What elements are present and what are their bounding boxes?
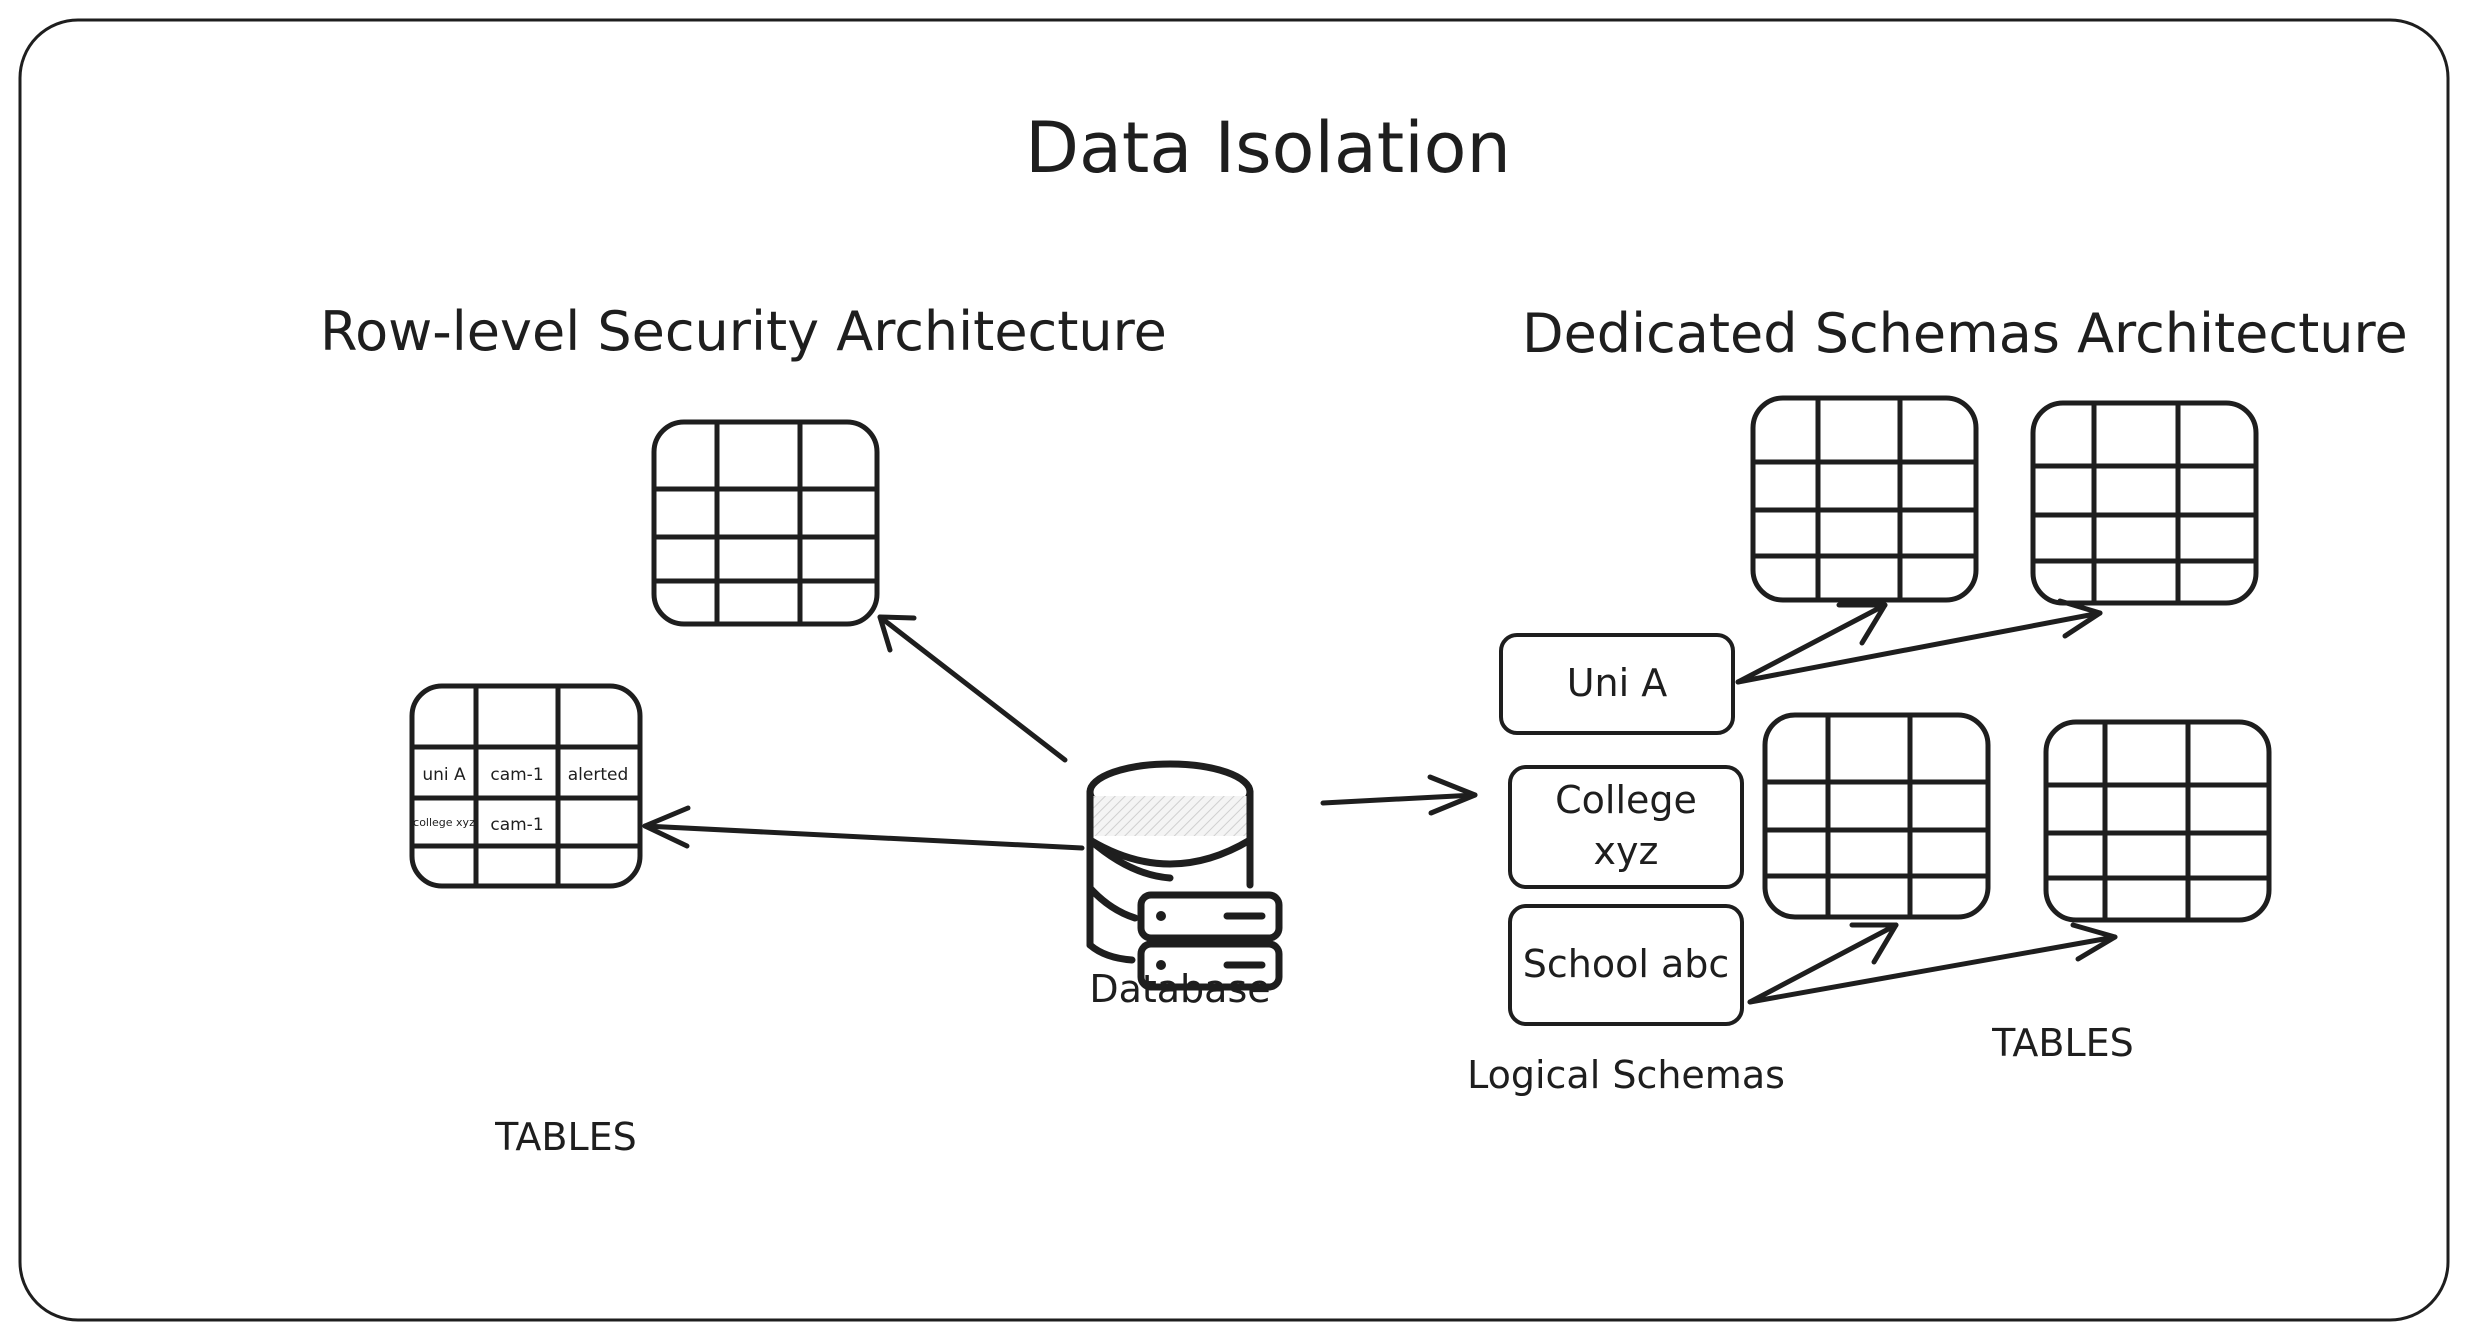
right-table-2 — [2030, 400, 2259, 606]
schema-box-college-xyz: College xyz — [1508, 765, 1744, 889]
schema-label-college-line1: College — [1555, 778, 1697, 822]
arrow-uni-a-to-table-1 — [1735, 602, 1888, 685]
right-section-heading: Dedicated Schemas Architecture — [1522, 302, 2408, 365]
database-label: Database — [1089, 967, 1270, 1011]
diagram-title: Data Isolation — [1025, 107, 1511, 189]
arrow-school-to-table-4 — [1747, 922, 2118, 1005]
arrow-school-to-table-3 — [1747, 922, 1899, 1005]
logical-schemas-label: Logical Schemas — [1467, 1053, 1785, 1097]
right-table-1 — [1750, 395, 1979, 603]
right-tables-label: TABLES — [1991, 1021, 2134, 1065]
database-server-icon — [1086, 760, 1283, 991]
arrow-db-to-row-table — [642, 805, 1085, 851]
schema-box-school-abc: School abc — [1508, 904, 1744, 1026]
row2-camera-cell: cam-1 — [490, 815, 543, 835]
right-table-3 — [1762, 712, 1991, 920]
left-tables-label: TABLES — [494, 1115, 637, 1159]
outer-frame — [18, 18, 2450, 1322]
schema-label-college-line2: xyz — [1594, 829, 1659, 873]
row2-tenant-cell: college xyz — [413, 816, 475, 829]
schema-label-school-abc: School abc — [1523, 942, 1730, 986]
left-table-top — [651, 419, 880, 627]
left-table-with-rows: uni A cam-1 alerted college xyz cam-1 — [409, 683, 643, 889]
arrow-db-to-top-table — [877, 614, 1068, 763]
arrow-uni-a-to-table-2 — [1735, 598, 2103, 685]
left-section-heading: Row-level Security Architecture — [320, 300, 1167, 363]
row1-status-cell: alerted — [568, 765, 629, 785]
row1-tenant-cell: uni A — [422, 765, 466, 785]
schema-label-uni-a: Uni A — [1567, 661, 1668, 705]
arrow-db-to-schemas — [1320, 774, 1478, 816]
schema-box-uni-a: Uni A — [1499, 633, 1735, 735]
row1-camera-cell: cam-1 — [490, 765, 543, 785]
right-table-4 — [2043, 719, 2272, 923]
